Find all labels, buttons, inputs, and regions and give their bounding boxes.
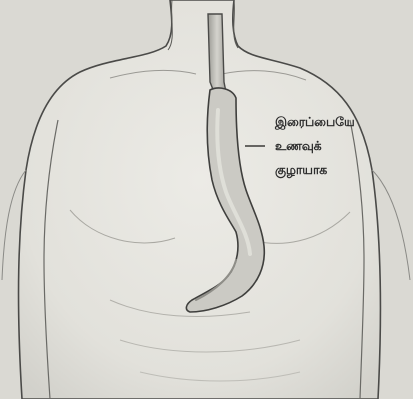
label-line-3: குழாயாக [275, 158, 385, 182]
label-line-1: இரைப்பையே [275, 110, 385, 134]
torso-outline [19, 0, 381, 399]
organ-label: இரைப்பையே உணவுக் குழாயாக [275, 110, 385, 182]
label-line-2: உணவுக் [275, 134, 385, 158]
